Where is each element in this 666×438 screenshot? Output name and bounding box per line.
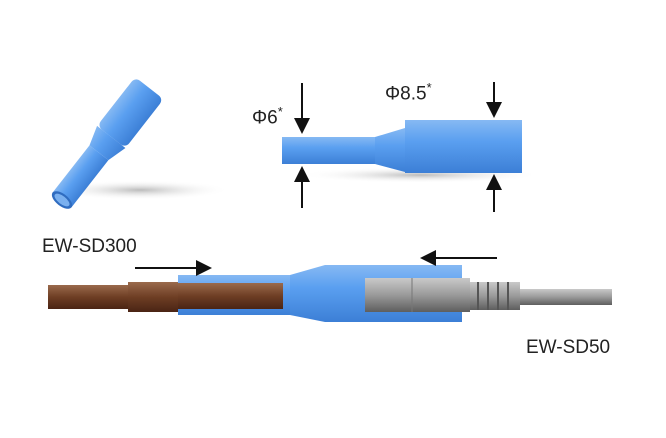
gray-connector bbox=[365, 278, 470, 312]
threaded-section bbox=[470, 282, 520, 310]
dimension-small-label: Φ6* bbox=[252, 104, 283, 129]
product-left-label: EW-SD300 bbox=[42, 236, 137, 257]
dimension-large-label: Φ8.5* bbox=[385, 80, 432, 105]
assembly bbox=[48, 250, 612, 322]
dimensioned-sleeve bbox=[282, 82, 540, 212]
gray-cable bbox=[520, 289, 612, 305]
product-right-label: EW-SD50 bbox=[526, 337, 611, 358]
brown-connector bbox=[178, 283, 283, 309]
tilted-sleeve bbox=[50, 79, 230, 209]
